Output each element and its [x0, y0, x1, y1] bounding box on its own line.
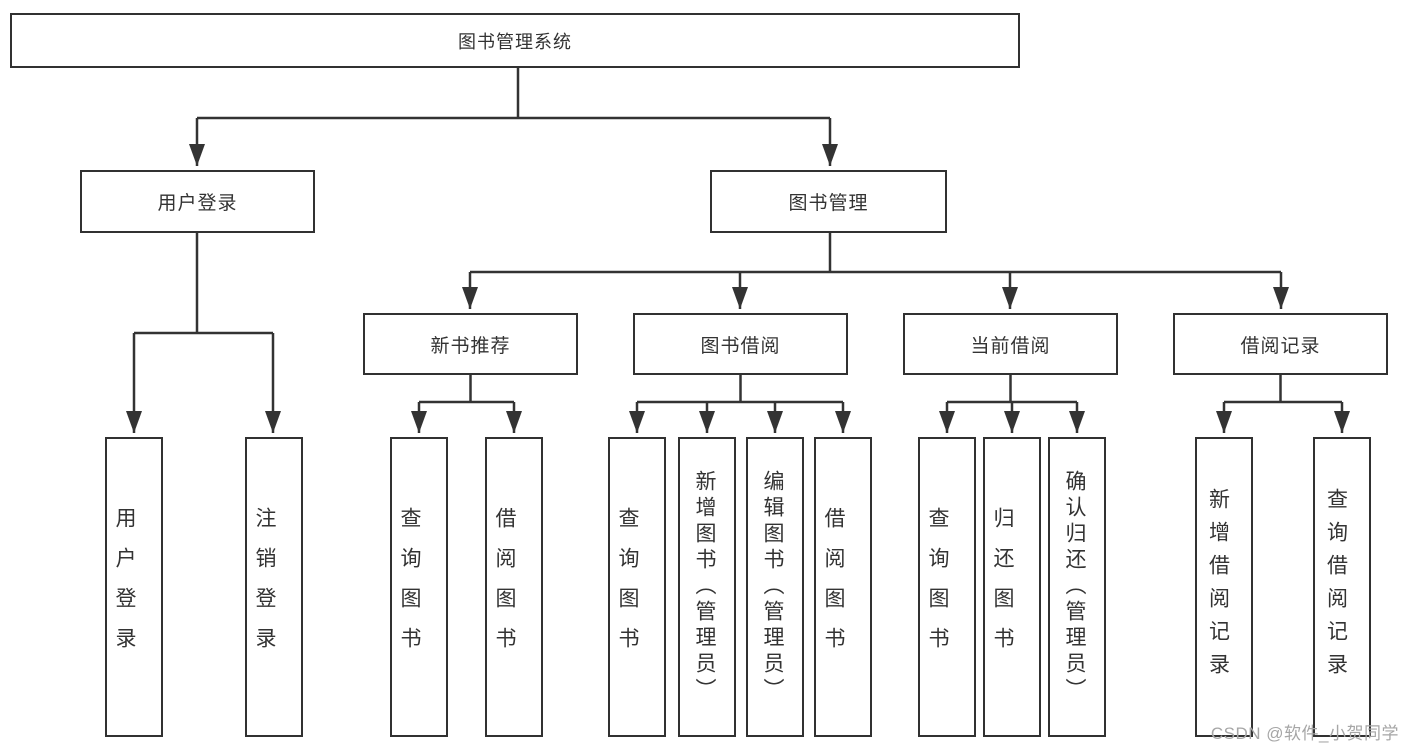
leaf-borrow-borrow-books-label: 借阅图书	[822, 507, 845, 667]
leaf-current-return-books-label: 归还图书	[991, 507, 1014, 667]
leaf-newbook-borrow-books: 借阅图书	[485, 437, 543, 737]
leaf-borrow-edit-books-admin: 编辑图书（管理员）	[746, 437, 804, 737]
node-new-book-recommend: 新书推荐	[363, 313, 578, 375]
node-current-borrowing-label: 当前借阅	[970, 335, 1051, 357]
watermark: CSDN @软件_小贺同学	[1210, 724, 1399, 743]
node-user-login-label: 用户登录	[157, 193, 238, 214]
node-user-login: 用户登录	[80, 170, 315, 233]
leaf-borrow-query-books-label: 查询图书	[616, 507, 639, 667]
node-new-book-recommend-label: 新书推荐	[430, 335, 511, 357]
leaf-borrow-add-books-admin: 新增图书（管理员）	[678, 437, 736, 737]
node-book-management-label: 图书管理	[788, 193, 869, 214]
leaf-newbook-query-books: 查询图书	[390, 437, 448, 737]
node-system-root: 图书管理系统	[10, 13, 1020, 68]
leaf-borrow-borrow-books: 借阅图书	[814, 437, 872, 737]
leaf-current-query-books: 查询图书	[918, 437, 976, 737]
node-system-root-label: 图书管理系统	[458, 31, 572, 52]
node-current-borrowing: 当前借阅	[903, 313, 1118, 375]
leaf-records-add-borrow-record-label: 新增借阅记录	[1206, 488, 1230, 686]
leaf-logout-label: 注销登录	[253, 507, 276, 667]
leaf-current-query-books-label: 查询图书	[926, 507, 949, 667]
leaf-records-add-borrow-record: 新增借阅记录	[1195, 437, 1253, 737]
leaf-newbook-query-books-label: 查询图书	[398, 507, 421, 667]
node-borrowing-records: 借阅记录	[1173, 313, 1388, 375]
node-book-management: 图书管理	[710, 170, 947, 233]
leaf-current-return-books: 归还图书	[983, 437, 1041, 737]
leaf-current-confirm-return-admin-label: 确认归还（管理员）	[1063, 470, 1086, 704]
leaf-borrow-add-books-admin-label: 新增图书（管理员）	[693, 470, 716, 704]
leaf-user-login-label: 用户登录	[113, 507, 136, 667]
node-book-borrowing-label: 图书借阅	[700, 335, 781, 357]
node-book-borrowing: 图书借阅	[633, 313, 848, 375]
node-borrowing-records-label: 借阅记录	[1240, 335, 1321, 357]
leaf-borrow-query-books: 查询图书	[608, 437, 666, 737]
leaf-current-confirm-return-admin: 确认归还（管理员）	[1048, 437, 1106, 737]
leaf-records-query-borrow-record-label: 查询借阅记录	[1324, 488, 1348, 686]
leaf-borrow-edit-books-admin-label: 编辑图书（管理员）	[761, 470, 784, 704]
leaf-records-query-borrow-record: 查询借阅记录	[1313, 437, 1371, 737]
leaf-user-login: 用户登录	[105, 437, 163, 737]
leaf-logout: 注销登录	[245, 437, 303, 737]
leaf-newbook-borrow-books-label: 借阅图书	[493, 507, 516, 667]
